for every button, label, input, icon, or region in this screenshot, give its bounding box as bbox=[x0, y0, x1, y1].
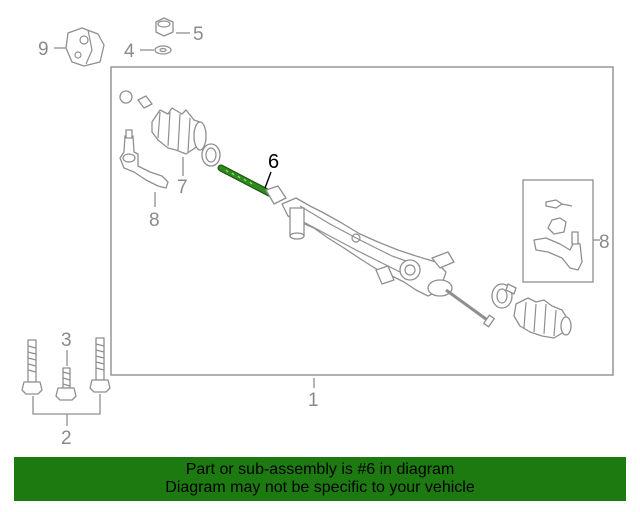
assembly-frame bbox=[110, 66, 614, 376]
leader-2 bbox=[32, 394, 101, 426]
leader-6 bbox=[264, 171, 272, 189]
part-5-nut[interactable] bbox=[155, 17, 174, 37]
callout-1[interactable]: 1 bbox=[308, 390, 319, 411]
callout-2[interactable]: 2 bbox=[61, 428, 72, 449]
callout-6[interactable]: 6 bbox=[268, 151, 279, 173]
callout-8-right[interactable]: 8 bbox=[599, 232, 610, 253]
banner-line-2: Diagram may not be specific to your vehi… bbox=[165, 479, 475, 496]
callout-4[interactable]: 4 bbox=[124, 41, 135, 62]
callout-8-left[interactable]: 8 bbox=[149, 210, 160, 231]
callout-9[interactable]: 9 bbox=[38, 39, 49, 60]
boot-clip[interactable] bbox=[119, 90, 153, 109]
part-8-tie-rod-end-right[interactable] bbox=[533, 199, 583, 271]
info-banner: Part or sub-assembly is #6 in diagram Di… bbox=[14, 457, 626, 501]
inset-frame bbox=[522, 179, 594, 283]
part-3-bolt[interactable] bbox=[55, 367, 77, 401]
part-9-bracket[interactable] bbox=[65, 27, 105, 67]
callout-7[interactable]: 7 bbox=[177, 177, 188, 198]
banner-line-1: Part or sub-assembly is #6 in diagram bbox=[185, 461, 455, 478]
boot-right[interactable] bbox=[513, 297, 572, 339]
part-1-rack-housing[interactable] bbox=[281, 197, 495, 328]
part-4-washer[interactable] bbox=[154, 45, 172, 55]
part-2-bolt-right[interactable] bbox=[89, 337, 111, 393]
callout-5[interactable]: 5 bbox=[193, 24, 204, 45]
part-7-boot-left[interactable] bbox=[151, 107, 207, 155]
part-8-tie-rod-end-left[interactable] bbox=[119, 129, 169, 189]
clamp-ring-left[interactable] bbox=[201, 143, 221, 167]
part-6-tie-rod[interactable] bbox=[217, 164, 287, 205]
part-2-bolt-left[interactable] bbox=[21, 339, 43, 395]
callout-3[interactable]: 3 bbox=[61, 330, 72, 351]
clamp-ring-right[interactable] bbox=[491, 283, 517, 309]
